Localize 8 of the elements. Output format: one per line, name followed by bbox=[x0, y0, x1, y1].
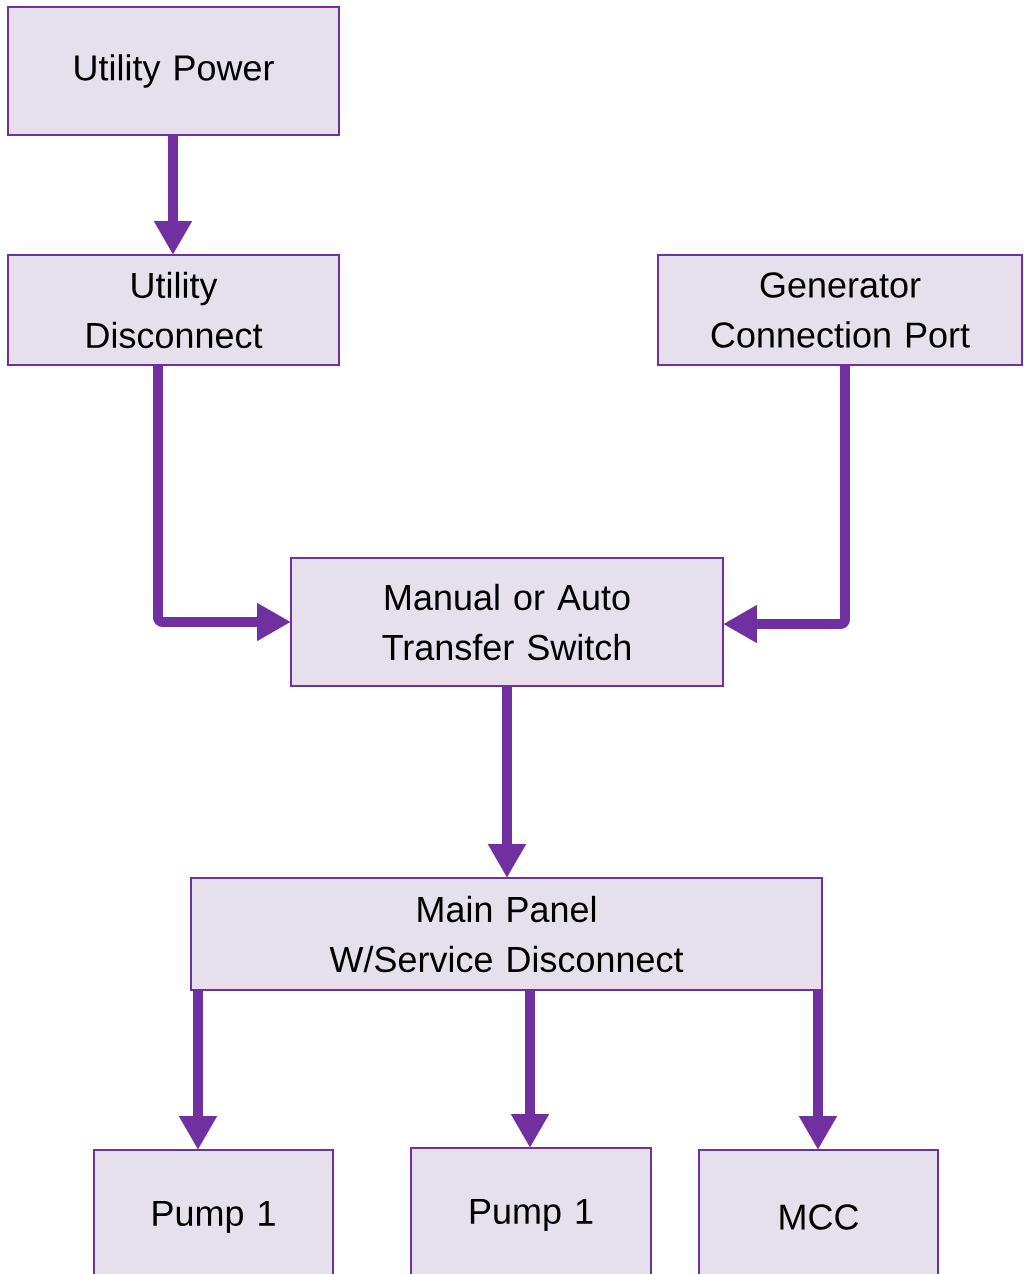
process-box: MCC bbox=[698, 1149, 939, 1274]
process-box: Manual or Auto Transfer Switch bbox=[290, 557, 724, 687]
process-box: Utility Disconnect bbox=[7, 254, 340, 366]
process-box: Pump 1 bbox=[410, 1147, 652, 1274]
process-box: Generator Connection Port bbox=[657, 254, 1023, 366]
process-box: Utility Power bbox=[7, 6, 340, 136]
process-box: Main Panel W/Service Disconnect bbox=[190, 877, 823, 991]
process-box: Pump 1 bbox=[93, 1149, 334, 1274]
